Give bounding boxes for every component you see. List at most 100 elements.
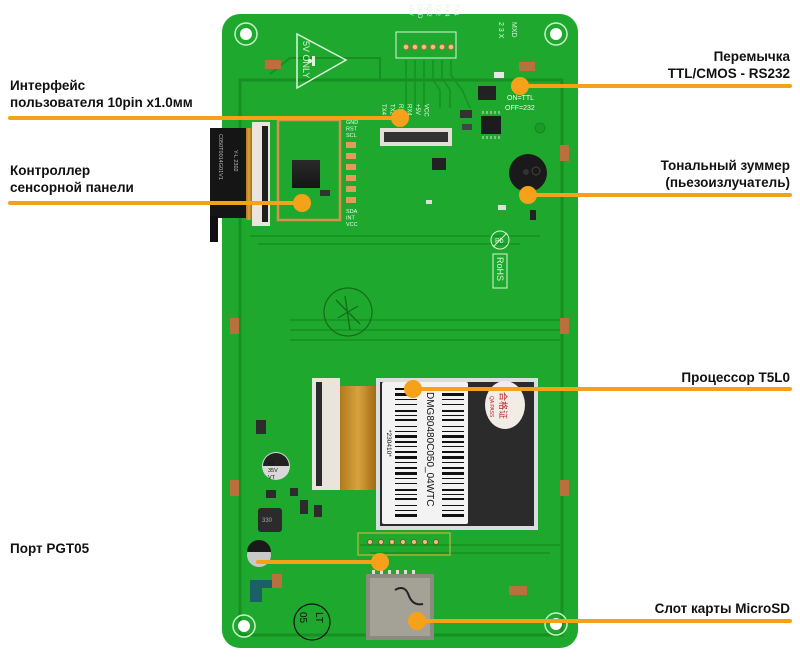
- label-pgt05-port: Порт PGT05: [10, 541, 90, 556]
- smd-components: [256, 420, 322, 517]
- touch-pad: [346, 186, 356, 192]
- callout-dot-ttl-jumper: [511, 77, 529, 95]
- iface-pin-label: VCC: [423, 104, 429, 117]
- mounting-hole-icon: [232, 614, 256, 638]
- barcode-bar: [395, 404, 417, 405]
- barcode-bar: [395, 494, 417, 495]
- lt-mark-lt: LT: [313, 612, 324, 623]
- barcode-bar: [442, 494, 464, 495]
- mxd-label-2: 2 3 X: [497, 22, 504, 39]
- touch-pin-label: RST: [346, 127, 358, 133]
- connector-pin-label: +5V: [407, 4, 414, 16]
- barcode-bar: [395, 510, 417, 511]
- barcode-bar: [395, 483, 417, 484]
- touch-pad: [346, 153, 356, 159]
- touch-pad: [346, 175, 356, 181]
- edge-pad: [519, 62, 535, 71]
- barcode-bar: [442, 472, 464, 475]
- barcode-bar: [442, 410, 464, 412]
- barcode-bar: [395, 441, 417, 443]
- buzzer-icon: [509, 154, 547, 192]
- callout-dot-pgt05-port: [371, 553, 389, 571]
- power-inductor: 330: [258, 508, 282, 532]
- callout-dot-buzzer: [519, 186, 537, 204]
- display-fpc-connector: [312, 378, 376, 490]
- pgt-pin: [433, 539, 439, 545]
- barcode-bar: [442, 478, 464, 479]
- warning-text: 5V ONLY: [301, 41, 311, 78]
- barcode-bar: [442, 399, 464, 400]
- pgt-pin: [422, 539, 428, 545]
- label-microsd-slot: Слот карты MicroSD: [654, 601, 790, 616]
- capacitor-text: VT: [268, 475, 276, 481]
- pgt-pin: [411, 539, 417, 545]
- barcode-bar: [395, 399, 417, 400]
- pgt-pin: [389, 539, 395, 545]
- qa-sticker-text: QA PASS: [488, 396, 494, 418]
- iface-pin-label: +5V: [414, 104, 420, 115]
- lt05-mark: 05 LT: [293, 603, 331, 641]
- barcode-bar: [442, 431, 464, 432]
- pgt-pin: [400, 539, 406, 545]
- callout-dot-microsd-slot: [408, 612, 426, 630]
- iface-pin-label: TX4: [380, 104, 386, 116]
- microsd-slot-component: [366, 570, 434, 640]
- warning-triangle-icon: 5V ONLY: [296, 32, 348, 90]
- barcode-bar: [442, 415, 464, 416]
- touch-pin-label: VCC: [346, 222, 358, 228]
- barcode-bar: [442, 505, 464, 506]
- barcode-bar: [442, 462, 464, 463]
- edge-pad: [560, 145, 569, 161]
- module-label: DMG80480C050_04WTC: [424, 392, 435, 507]
- barcode-bar: [395, 498, 417, 500]
- connector-pin: [420, 43, 428, 51]
- barcode-bar: [442, 456, 464, 459]
- callout-dot-user-interface: [391, 109, 409, 127]
- edge-pad: [560, 480, 569, 496]
- pgt-pin: [367, 539, 373, 545]
- barcode-bar: [442, 393, 464, 396]
- barcode-bar: [395, 415, 417, 416]
- edge-pad: [230, 480, 239, 496]
- ribbon-text: C050T0014G01V1: [217, 134, 223, 180]
- barcode-bar: [442, 483, 464, 484]
- pcb-traces: [250, 60, 560, 554]
- callout-dot-processor: [404, 380, 422, 398]
- touch-pin-label: GND: [346, 120, 358, 126]
- jumper-note: ON=TTL: [507, 95, 534, 102]
- pgt05-header: [357, 532, 451, 556]
- qa-sticker-chinese: 合格证: [497, 392, 509, 419]
- label-buzzer: Тональный зуммер(пьезоизлучатель): [660, 158, 790, 190]
- small-smd-parts: [426, 158, 536, 220]
- module-date: *230410*: [385, 430, 392, 457]
- barcode-bar: [395, 451, 417, 453]
- connector-pin: [447, 43, 455, 51]
- barcode-bar: [395, 410, 417, 412]
- rohs-mark: Pb RoHS: [490, 230, 510, 289]
- connector-pin-label: RX4: [443, 4, 450, 17]
- barcode-bar: [395, 462, 417, 463]
- edge-pad: [265, 60, 281, 69]
- ttl-rs232-jumper: ON=TTL OFF=232: [460, 72, 535, 139]
- barcode-bar: [442, 467, 464, 469]
- barcode-bar: [442, 446, 464, 447]
- callout-dot-touch-controller: [293, 194, 311, 212]
- barcode-bar: [395, 478, 417, 479]
- iface-pin-label: TX2: [389, 104, 395, 116]
- barcode-bar: [442, 498, 464, 500]
- mxd-label: MXD: [510, 22, 517, 38]
- connector-pin-label: TX4: [452, 4, 459, 16]
- touch-pad: [346, 197, 356, 203]
- connector-pin-label: TX2: [434, 4, 441, 16]
- touch-pad: [346, 142, 356, 148]
- lt-mark-05: 05: [297, 612, 308, 624]
- mounting-hole-icon: [544, 22, 568, 46]
- barcode-bar: [395, 514, 417, 517]
- barcode-bar: [442, 451, 464, 453]
- pgt-pin: [378, 539, 384, 545]
- barcode-bar: [395, 426, 417, 427]
